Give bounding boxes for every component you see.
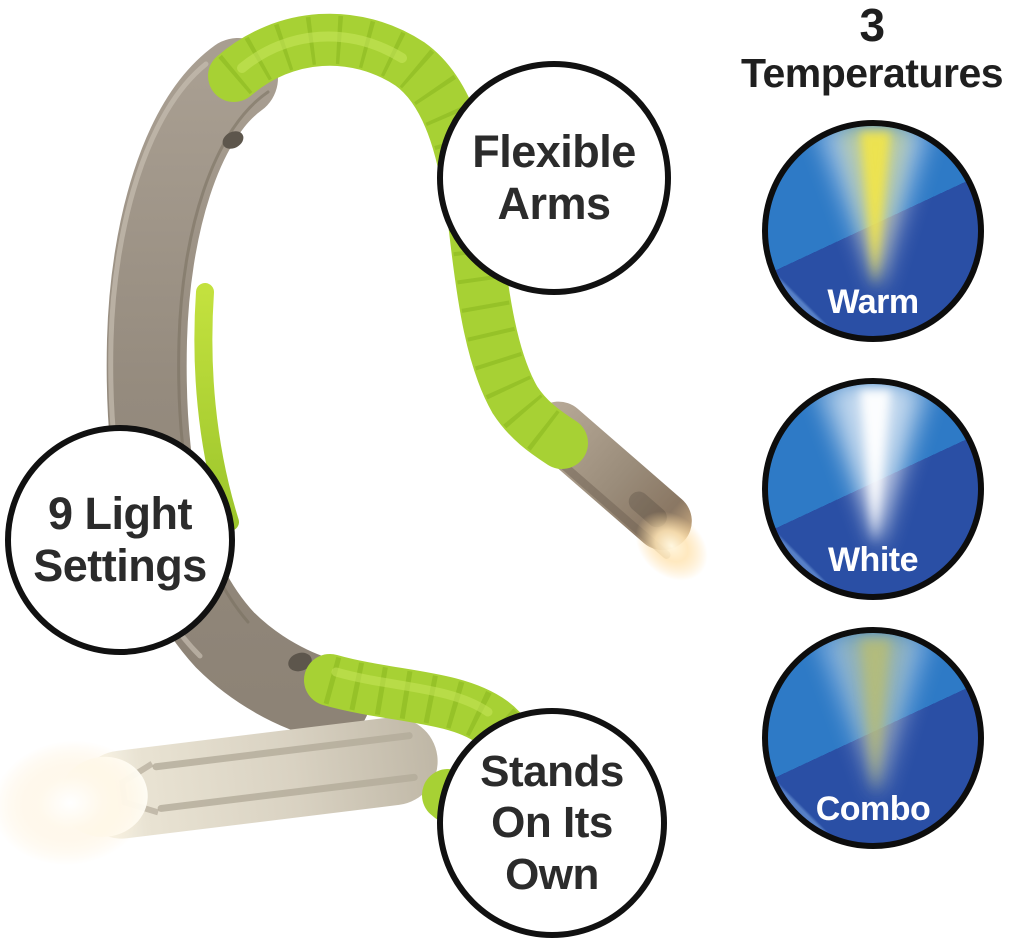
temperature-circle-white: White — [762, 378, 984, 600]
band-screw-top — [222, 131, 244, 149]
light-beam-combo-icon — [815, 633, 931, 800]
light-head-lower — [0, 717, 438, 866]
callout-line: Stands — [480, 747, 624, 797]
callout-line: 9 Light — [48, 487, 192, 539]
temperatures-title-count: 3 — [859, 0, 885, 51]
callout-line: Own — [505, 849, 599, 899]
temperature-label-warm: Warm — [827, 283, 919, 321]
temperature-circle-combo: Combo — [762, 627, 984, 849]
callout-stands-on-its-own-text: Stands On Its Own — [480, 746, 624, 899]
callout-nine-light-settings-text: 9 Light Settings — [33, 488, 207, 592]
band-screw-bottom — [288, 652, 312, 672]
light-beam-white-icon — [815, 384, 931, 551]
temperatures-title: 3 Temperatures — [700, 0, 1024, 96]
temperature-circle-warm: Warm — [762, 120, 984, 342]
light-beam-warm-icon — [815, 126, 931, 293]
temperature-label-combo: Combo — [815, 790, 931, 828]
callout-nine-light-settings: 9 Light Settings — [5, 425, 235, 655]
callout-line: Settings — [33, 540, 207, 591]
callout-line: Arms — [497, 178, 611, 229]
callout-flexible-arms: Flexible Arms — [437, 61, 671, 295]
lower-head-glow — [0, 740, 149, 866]
callout-stands-on-its-own: Stands On Its Own — [437, 708, 667, 938]
callout-line: On Its — [491, 798, 613, 848]
temperatures-title-word: Temperatures — [740, 49, 1004, 96]
callout-flexible-arms-text: Flexible Arms — [472, 126, 636, 230]
upper-head-glow — [635, 511, 708, 581]
callout-line: Flexible — [472, 125, 636, 177]
temperature-label-white: White — [827, 541, 919, 579]
